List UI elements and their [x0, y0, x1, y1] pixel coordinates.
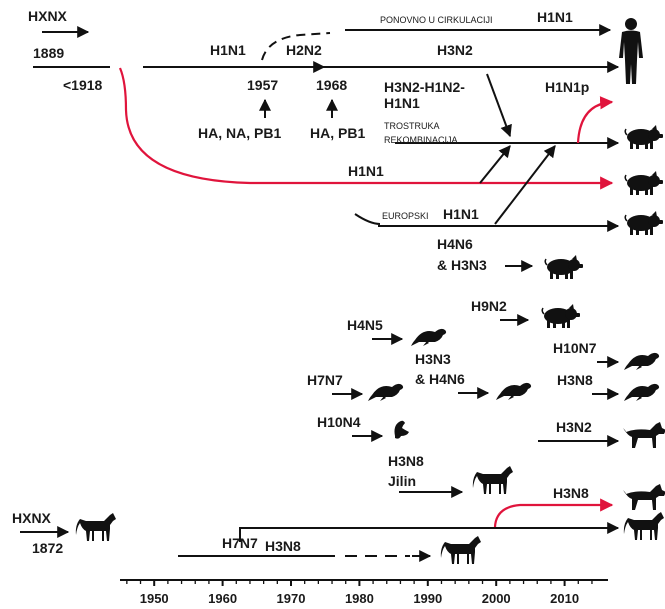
- h3n2-to-triple-arrow: [486, 73, 512, 138]
- seal-icon: [496, 382, 532, 400]
- h4n5-label: H4N5: [347, 317, 383, 333]
- hxnx-1889-label: HXNX: [28, 8, 68, 24]
- horse-icon: [472, 466, 513, 494]
- h1n1p-red-arrow: [576, 96, 614, 144]
- year-1872-label: 1872: [32, 540, 63, 556]
- h3n8-dog-red-arrow: [493, 498, 614, 528]
- europski-label: EUROPSKI: [382, 211, 429, 221]
- axis-tick-label: 2010: [550, 591, 579, 606]
- human-icon: [619, 18, 643, 84]
- timeline-axis: 1950 1960 1970 1980 1990 2000 2010: [120, 579, 608, 606]
- seal-icon: [411, 328, 447, 346]
- pig-icon: [544, 254, 584, 280]
- seal-lineage: H4N5 H10N7 H3N3 & H4N6 H7N7 H3N8: [307, 317, 660, 401]
- europ-h1n1-label: H1N1: [443, 206, 479, 222]
- year-1968-label: 1968: [316, 77, 347, 93]
- equine-lineage: HXNX 1872 H3N8 H7N7: [12, 510, 664, 564]
- h3n8-dog-label: H3N8: [553, 485, 589, 501]
- h1n1-1957-label: H1N1: [210, 42, 246, 58]
- seal-icon: [624, 383, 660, 401]
- trostruka-label-2: REKOMBINACIJA: [384, 135, 458, 145]
- year-1957-label: 1957: [247, 77, 278, 93]
- dog-icon: [623, 422, 665, 448]
- horse-icon: [440, 536, 481, 564]
- ferret-dog-lineage: H10N4 H3N2 H3N8 Jilin H3N8: [317, 414, 665, 528]
- h3n8-jilin-label-1: H3N8: [388, 453, 424, 469]
- axis-tick-label: 1970: [277, 591, 306, 606]
- human-lineage: HXNX 1889 <1918 H1N1 H2N2 H3N2 1957 1968…: [28, 8, 643, 141]
- ha-pb1-label: HA, PB1: [310, 125, 365, 141]
- h4n6-label-1: H4N6: [437, 236, 473, 252]
- h3n2-h1n2-label-2: H1N1: [384, 95, 420, 111]
- h3n2-human-label: H3N2: [437, 42, 473, 58]
- h3n2-h1n2-label-1: H3N2-H1N2-: [384, 79, 465, 95]
- europ-to-h1n1p-arrow: [494, 145, 556, 225]
- pig-icon: [541, 303, 581, 329]
- seal-icon: [624, 352, 660, 370]
- seal-icon: [368, 383, 404, 401]
- h10n4-label: H10N4: [317, 414, 361, 430]
- horse-icon: [623, 512, 664, 540]
- h3n3-label-2: & H4N6: [415, 371, 465, 387]
- h7n7-horse-label: H7N7: [222, 535, 258, 551]
- europ-curve: [354, 213, 381, 225]
- pre-1918-label: <1918: [63, 77, 103, 93]
- pig-icon: [624, 124, 664, 150]
- horse-icon: [75, 513, 116, 541]
- axis-tick-label: 1980: [345, 591, 374, 606]
- h10n7-label: H10N7: [553, 340, 597, 356]
- h3n3-label-1: H3N3: [415, 351, 451, 367]
- h3n8-jilin-label-2: Jilin: [388, 473, 416, 489]
- dog-icon: [623, 484, 665, 510]
- h7n7-seal-label: H7N7: [307, 372, 343, 388]
- axis-tick-label: 2000: [482, 591, 511, 606]
- h4n6-label-2: & H3N3: [437, 257, 487, 273]
- h9n2-label: H9N2: [471, 298, 507, 314]
- swine-lineage: H1N1 TROSTRUKA REKOMBINACIJA EUROPSKI H1…: [118, 67, 664, 329]
- ponovno-label: PONOVNO U CIRKULACIJI: [380, 15, 493, 25]
- h1n1-human-label: H1N1: [537, 9, 573, 25]
- pig-icon: [624, 170, 664, 196]
- axis-tick-label: 1960: [208, 591, 237, 606]
- ha-na-pb1-label: HA, NA, PB1: [198, 125, 281, 141]
- h3n2-dog-label: H3N2: [556, 419, 592, 435]
- axis-tick-label: 1950: [140, 591, 169, 606]
- h3n8-seal-label: H3N8: [557, 372, 593, 388]
- ferret-icon: [394, 420, 409, 439]
- h1n1-swine-label: H1N1: [348, 163, 384, 179]
- trostruka-label-1: TROSTRUKA: [384, 121, 440, 131]
- h1n1-swine-red-line: [118, 67, 614, 190]
- h2n2-label: H2N2: [286, 42, 322, 58]
- pig-icon: [624, 210, 664, 236]
- swine-to-triple-arrow: [479, 145, 511, 184]
- hxnx-1872-label: HXNX: [12, 510, 52, 526]
- reemergence-dashed-line: [261, 32, 331, 61]
- h1n1p-label: H1N1p: [545, 79, 589, 95]
- h3n8-horse-label: H3N8: [265, 538, 301, 554]
- year-1889-label: 1889: [33, 45, 64, 61]
- axis-tick-label: 1990: [413, 591, 442, 606]
